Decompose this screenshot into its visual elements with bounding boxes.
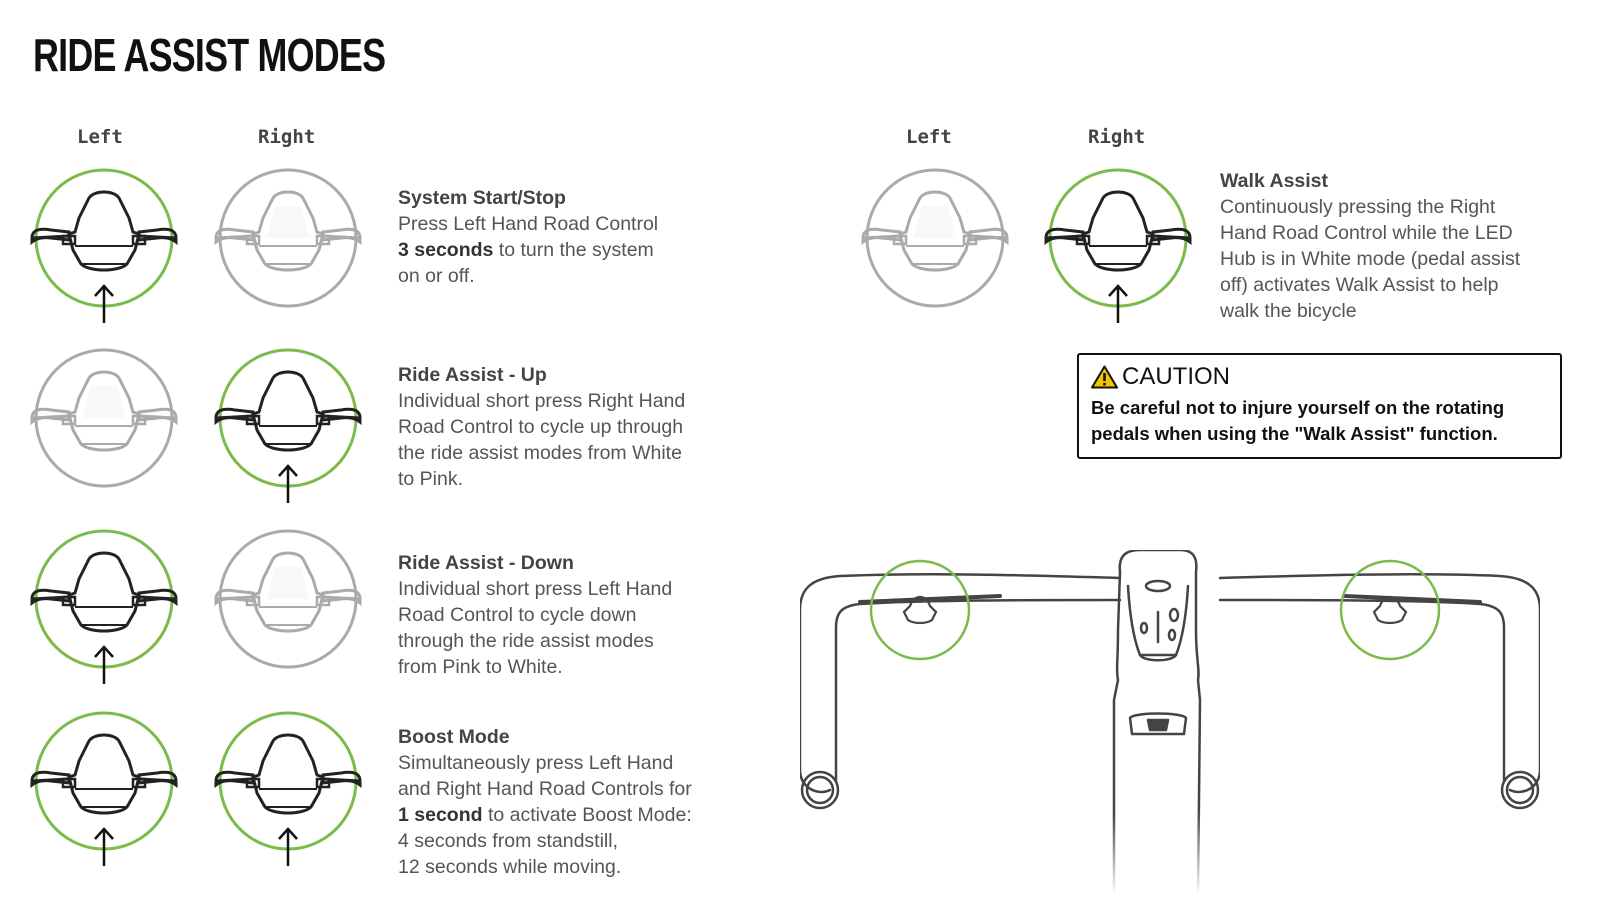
- caution-heading: CAUTION: [1122, 363, 1230, 390]
- left-control-highlight: [869, 559, 971, 661]
- mode-desc-line: Hub is in White mode (pedal assist: [1220, 248, 1521, 270]
- handlebar-illustration: [800, 550, 1540, 895]
- column-header-left: Left: [77, 126, 123, 148]
- mode-desc-line: to Pink.: [398, 468, 464, 490]
- caution-line: pedals when using the "Walk Assist" func…: [1091, 423, 1498, 444]
- mode-ride-assist-up: Ride Assist - Up Individual short press …: [398, 362, 685, 492]
- mode-desc-line: from Pink to White.: [398, 656, 563, 678]
- mode-title: System Start/Stop: [398, 187, 566, 209]
- road-control-icon: [861, 168, 1009, 308]
- mode-ride-assist-down: Ride Assist - Down Individual short pres…: [398, 550, 672, 680]
- mode-desc-line: to turn the system: [493, 239, 654, 261]
- mode-desc-line: Individual short press Right Hand: [398, 390, 686, 412]
- right-road-control-2: [213, 348, 363, 513]
- mode-desc-line: walk the bicycle: [1220, 300, 1357, 322]
- mode-title: Ride Assist - Up: [398, 364, 547, 386]
- column-header-right: Right: [258, 126, 316, 148]
- mode-desc-bold: 1 second: [398, 804, 483, 826]
- left-road-control-4: [29, 711, 179, 876]
- right-control-highlight: [1339, 559, 1441, 661]
- mode-desc-line: 12 seconds while moving.: [398, 856, 622, 878]
- left-road-control-2: [29, 348, 179, 513]
- walk-left-road-control: [860, 168, 1010, 333]
- mode-title: Boost Mode: [398, 726, 510, 748]
- left-road-control-1: [29, 168, 179, 333]
- road-control-icon: [30, 529, 178, 684]
- walk-right-road-control: [1043, 168, 1193, 333]
- walk-column-header-left: Left: [906, 126, 952, 148]
- mode-desc-line: the ride assist modes from White: [398, 442, 682, 464]
- walk-column-header-right: Right: [1088, 126, 1146, 148]
- left-road-control-3: [29, 529, 179, 694]
- road-control-icon: [30, 168, 178, 323]
- road-control-icon: [1044, 168, 1192, 323]
- mode-walk-assist: Walk Assist Continuously pressing the Ri…: [1220, 168, 1520, 324]
- right-road-control-3: [213, 529, 363, 694]
- mode-title: Ride Assist - Down: [398, 552, 574, 574]
- road-control-icon: [214, 348, 362, 503]
- road-control-icon: [30, 711, 178, 866]
- right-road-control-4: [213, 711, 363, 876]
- mode-desc-line: Road Control to cycle down: [398, 604, 637, 626]
- mode-desc-line: Press Left Hand Road Control: [398, 213, 659, 235]
- road-control-icon: [30, 348, 178, 488]
- mode-desc-line: and Right Hand Road Controls for: [398, 778, 692, 800]
- mode-desc-line: Road Control to cycle up through: [398, 416, 684, 438]
- mode-desc-bold: 3 seconds: [398, 239, 494, 261]
- mode-desc-line: 4 seconds from standstill,: [398, 830, 619, 852]
- mode-desc-line: through the ride assist modes: [398, 630, 654, 652]
- warning-triangle-icon: [1091, 365, 1118, 389]
- mode-desc-line: Simultaneously press Left Hand: [398, 752, 674, 774]
- mode-desc-line: Hand Road Control while the LED: [1220, 222, 1513, 244]
- page-title: RIDE ASSIST MODES: [33, 29, 386, 81]
- mode-desc-line: on or off.: [398, 265, 475, 287]
- mode-desc-line: off) activates Walk Assist to help: [1220, 274, 1499, 296]
- mode-title: Walk Assist: [1220, 170, 1329, 192]
- mode-desc-line: Individual short press Left Hand: [398, 578, 673, 600]
- mode-boost: Boost Mode Simultaneously press Left Han…: [398, 724, 692, 880]
- caution-box: CAUTION Be careful not to injure yoursel…: [1077, 353, 1562, 459]
- road-control-icon: [214, 529, 362, 669]
- road-control-icon: [214, 168, 362, 308]
- mode-desc-line: to activate Boost Mode:: [482, 804, 692, 826]
- caution-line: Be careful not to injure yourself on the…: [1091, 397, 1505, 418]
- mode-desc-line: Continuously pressing the Right: [1220, 196, 1496, 218]
- mode-start-stop: System Start/Stop Press Left Hand Road C…: [398, 185, 658, 289]
- road-control-icon: [214, 711, 362, 866]
- right-road-control-1: [213, 168, 363, 333]
